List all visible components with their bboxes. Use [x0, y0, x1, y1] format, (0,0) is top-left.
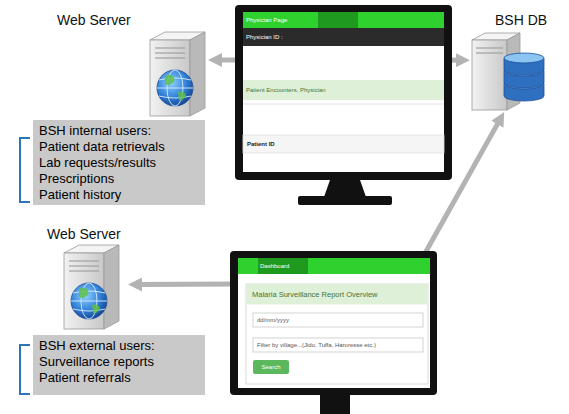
- input-placeholder: Filter by village...(Jido, Tuffa, Harore…: [257, 342, 376, 349]
- monitor-screen: DashboardMalaria Surveillance Report Ove…: [238, 258, 430, 388]
- field-label: Physician ID :: [246, 34, 283, 41]
- database-server: BSH DB: [470, 30, 546, 112]
- bracket: [20, 138, 30, 202]
- user-group-box: BSH external users:Surveillance reportsP…: [33, 335, 205, 395]
- bracket: [20, 345, 30, 394]
- list-item: Surveillance reports: [39, 354, 199, 370]
- user-group-box: BSH internal users:Patient data retrieva…: [33, 120, 205, 205]
- server-label: BSH DB: [495, 12, 547, 29]
- server-label: Web Server: [57, 12, 131, 29]
- group-heading: BSH external users:: [39, 338, 199, 354]
- list-item: Prescriptions: [39, 171, 199, 187]
- list-item: Lab requests/results: [39, 155, 199, 171]
- web-server-icon: [64, 245, 119, 329]
- group-heading: BSH internal users:: [39, 123, 199, 139]
- list-item: Patient history: [39, 187, 199, 203]
- web-server: Web Server: [62, 245, 128, 333]
- section-heading: Patient Encounters, Physician: [246, 87, 326, 94]
- panel-heading: Malaria Surveillance Report Overview: [252, 290, 377, 299]
- page-title: Physician Page: [246, 17, 287, 24]
- input-placeholder: dd/mm/yyyy: [257, 317, 289, 324]
- monitor-screen: Physician PagePhysician ID : Patient Enco…: [243, 12, 444, 172]
- arrow-connector: [137, 282, 238, 288]
- database-server-icon: [472, 33, 544, 110]
- web-server: Web Server: [148, 30, 208, 118]
- nav-tab: Dashboard: [260, 263, 289, 270]
- monitor: [230, 251, 437, 414]
- button-label: Search: [253, 364, 289, 371]
- list-item: Patient referrals: [39, 370, 199, 386]
- monitor: [235, 5, 452, 205]
- field-label: Patient ID: [247, 141, 275, 148]
- list-item: Patient data retrievals: [39, 139, 199, 155]
- server-label: Web Server: [47, 226, 121, 243]
- web-server-icon: [150, 32, 205, 116]
